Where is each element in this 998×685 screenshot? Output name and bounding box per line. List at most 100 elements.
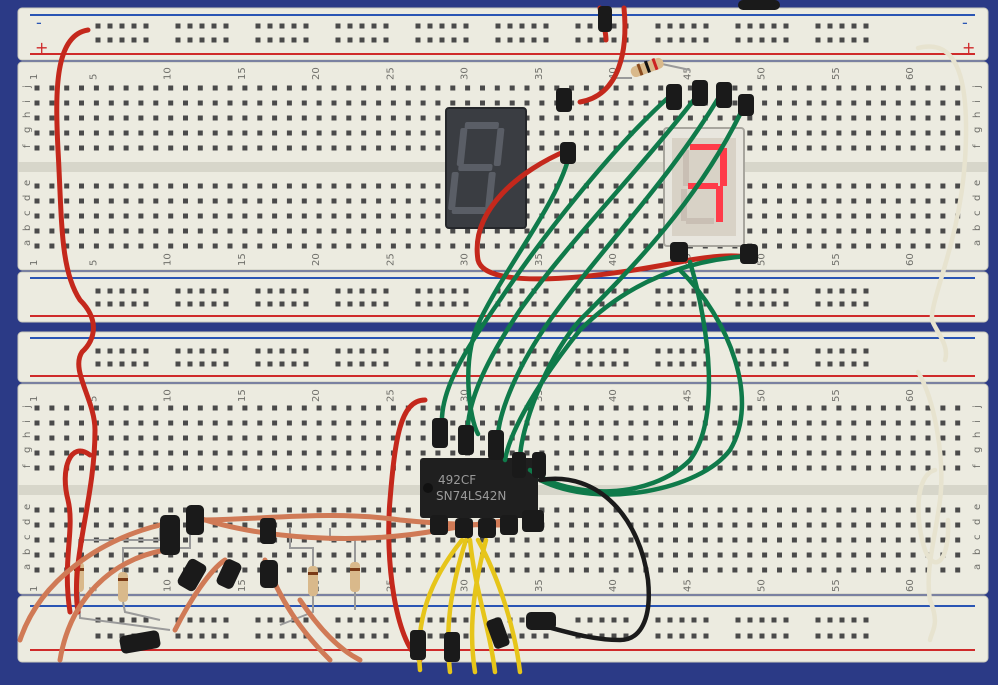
breadboard-hole	[64, 435, 70, 441]
breadboard-hole	[509, 567, 515, 573]
breadboard-hole	[34, 420, 40, 426]
breadboard-hole	[791, 115, 797, 121]
breadboard-hole	[361, 100, 367, 106]
breadboard-hole	[777, 85, 782, 91]
breadboard-hole	[851, 23, 857, 29]
breadboard-hole	[836, 145, 842, 151]
breadboard-hole	[272, 507, 278, 513]
breadboard-hole	[821, 465, 827, 471]
breadboard-hole	[286, 420, 292, 426]
breadboard-hole	[272, 198, 278, 204]
breadboard-hole	[242, 228, 248, 234]
breadboard-hole	[735, 37, 741, 43]
breadboard-hole	[257, 552, 263, 558]
row-letter: a	[972, 564, 983, 570]
column-number: 15	[237, 389, 248, 402]
breadboard-hole	[197, 243, 203, 249]
breadboard-hole	[227, 100, 233, 106]
breadboard-hole	[940, 213, 946, 219]
breadboard-hole	[910, 198, 916, 204]
breadboard-hole	[187, 361, 193, 367]
breadboard-hole	[168, 213, 174, 219]
column-number: 35	[534, 253, 545, 266]
breadboard-hole	[910, 243, 916, 249]
breadboard-hole	[791, 435, 797, 441]
breadboard-hole	[583, 552, 589, 558]
breadboard-hole	[569, 552, 575, 558]
breadboard-hole	[494, 537, 500, 543]
breadboard-hole	[759, 361, 765, 367]
breadboard-hole	[747, 115, 753, 121]
breadboard-hole	[79, 115, 84, 121]
breadboard-hole	[223, 633, 229, 639]
breadboard-hole	[863, 288, 869, 294]
breadboard-hole	[880, 100, 886, 106]
breadboard-hole	[509, 552, 515, 558]
breadboard-hole	[806, 183, 812, 189]
breadboard-hole	[49, 435, 55, 441]
breadboard-hole	[93, 100, 99, 106]
breadboard-hole	[272, 465, 278, 471]
breadboard-hole	[390, 522, 396, 528]
breadboard-hole	[806, 85, 812, 91]
breadboard-hole	[821, 130, 827, 136]
breadboard-hole	[168, 405, 174, 411]
column-number: 30	[460, 389, 471, 402]
lower-top-power-rail	[17, 331, 989, 383]
breadboard-hole	[940, 85, 946, 91]
breadboard-hole	[735, 23, 741, 29]
breadboard-hole	[34, 183, 40, 189]
breadboard-hole	[212, 85, 218, 91]
breadboard-hole	[495, 361, 501, 367]
breadboard-hole	[507, 348, 513, 354]
breadboard-hole	[420, 213, 426, 219]
breadboard-hole	[439, 361, 445, 367]
breadboard-hole	[64, 130, 70, 136]
breadboard-hole	[108, 213, 114, 219]
breadboard-hole	[199, 361, 205, 367]
breadboard-hole	[376, 567, 382, 573]
row-letter: d	[22, 195, 33, 201]
breadboard-hole	[531, 348, 537, 354]
breadboard-hole	[821, 420, 827, 426]
breadboard-hole	[940, 507, 946, 513]
breadboard-hole	[791, 130, 797, 136]
breadboard-hole	[910, 85, 916, 91]
breadboard-hole	[451, 617, 457, 623]
breadboard-hole	[123, 198, 129, 204]
breadboard-hole	[655, 361, 661, 367]
breadboard-hole	[257, 420, 263, 426]
breadboard-hole	[183, 450, 188, 456]
breadboard-hole	[747, 301, 753, 307]
breadboard-hole	[223, 301, 229, 307]
breadboard-hole	[851, 115, 857, 121]
breadboard-hole	[732, 507, 738, 513]
breadboard-hole	[95, 348, 101, 354]
breadboard-hole	[153, 507, 159, 513]
breadboard-hole	[735, 617, 741, 623]
breadboard-hole	[359, 633, 365, 639]
breadboard-hole	[866, 552, 872, 558]
breadboard-hole	[643, 420, 649, 426]
breadboard-hole	[197, 465, 203, 471]
breadboard-hole	[227, 145, 233, 151]
breadboard-hole	[316, 405, 322, 411]
breadboard-hole	[735, 348, 741, 354]
breadboard-hole	[880, 243, 886, 249]
breadboard-hole	[851, 145, 857, 151]
breadboard-hole	[108, 522, 114, 528]
breadboard-hole	[524, 537, 530, 543]
breadboard-hole	[509, 450, 515, 456]
breadboard-hole	[435, 100, 441, 106]
breadboard-hole	[598, 213, 604, 219]
breadboard-hole	[199, 23, 205, 29]
breadboard-hole	[866, 420, 872, 426]
breadboard-hole	[925, 115, 931, 121]
breadboard-hole	[435, 213, 441, 219]
breadboard-hole	[583, 450, 589, 456]
breadboard-hole	[64, 450, 70, 456]
breadboard-hole	[95, 361, 101, 367]
breadboard-hole	[598, 100, 604, 106]
breadboard-hole	[777, 130, 782, 136]
